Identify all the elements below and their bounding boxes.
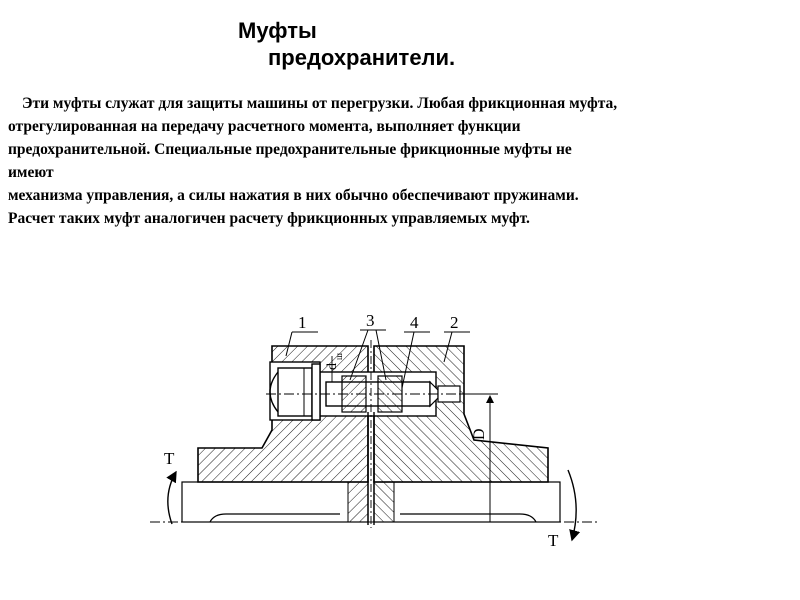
paragraph-line: имеют <box>8 164 54 181</box>
paragraph-line: предохранительной. Специальные предохран… <box>8 141 572 158</box>
label-torque-right: T <box>548 531 559 550</box>
torque-arrow-right <box>567 469 581 542</box>
label-torque-left: T <box>164 449 175 468</box>
paragraph-line: Расчет таких муфт аналогичен расчету фри… <box>8 210 530 227</box>
title-line-2: предохранители. <box>268 45 456 70</box>
screw-plug <box>277 367 313 417</box>
plug-washer <box>311 363 321 421</box>
left-shaft <box>181 481 369 523</box>
paragraph-line: отрегулированная на передачу расчетного … <box>8 118 521 135</box>
label-part-1: 1 <box>298 313 307 332</box>
plug-head <box>269 371 279 413</box>
label-diameter: D <box>471 428 488 440</box>
description-paragraph: Эти муфты служат для защиты машины от пе… <box>8 92 793 230</box>
label-part-2: 2 <box>450 313 459 332</box>
label-part-4: 4 <box>410 313 419 332</box>
title-line-1: Муфты <box>238 18 317 43</box>
paragraph-line: Эти муфты служат для защиты машины от пе… <box>22 95 618 112</box>
torque-arrow-left <box>166 470 177 525</box>
label-small-d-sub: ш <box>334 353 344 360</box>
paragraph-line: механизма управления, а силы нажатия в н… <box>8 187 579 204</box>
shaft-flange-right <box>373 481 395 523</box>
label-part-3: 3 <box>366 311 375 330</box>
label-small-d: d <box>325 363 340 370</box>
right-shaft <box>373 481 561 523</box>
shaft-flange-left <box>347 481 369 523</box>
